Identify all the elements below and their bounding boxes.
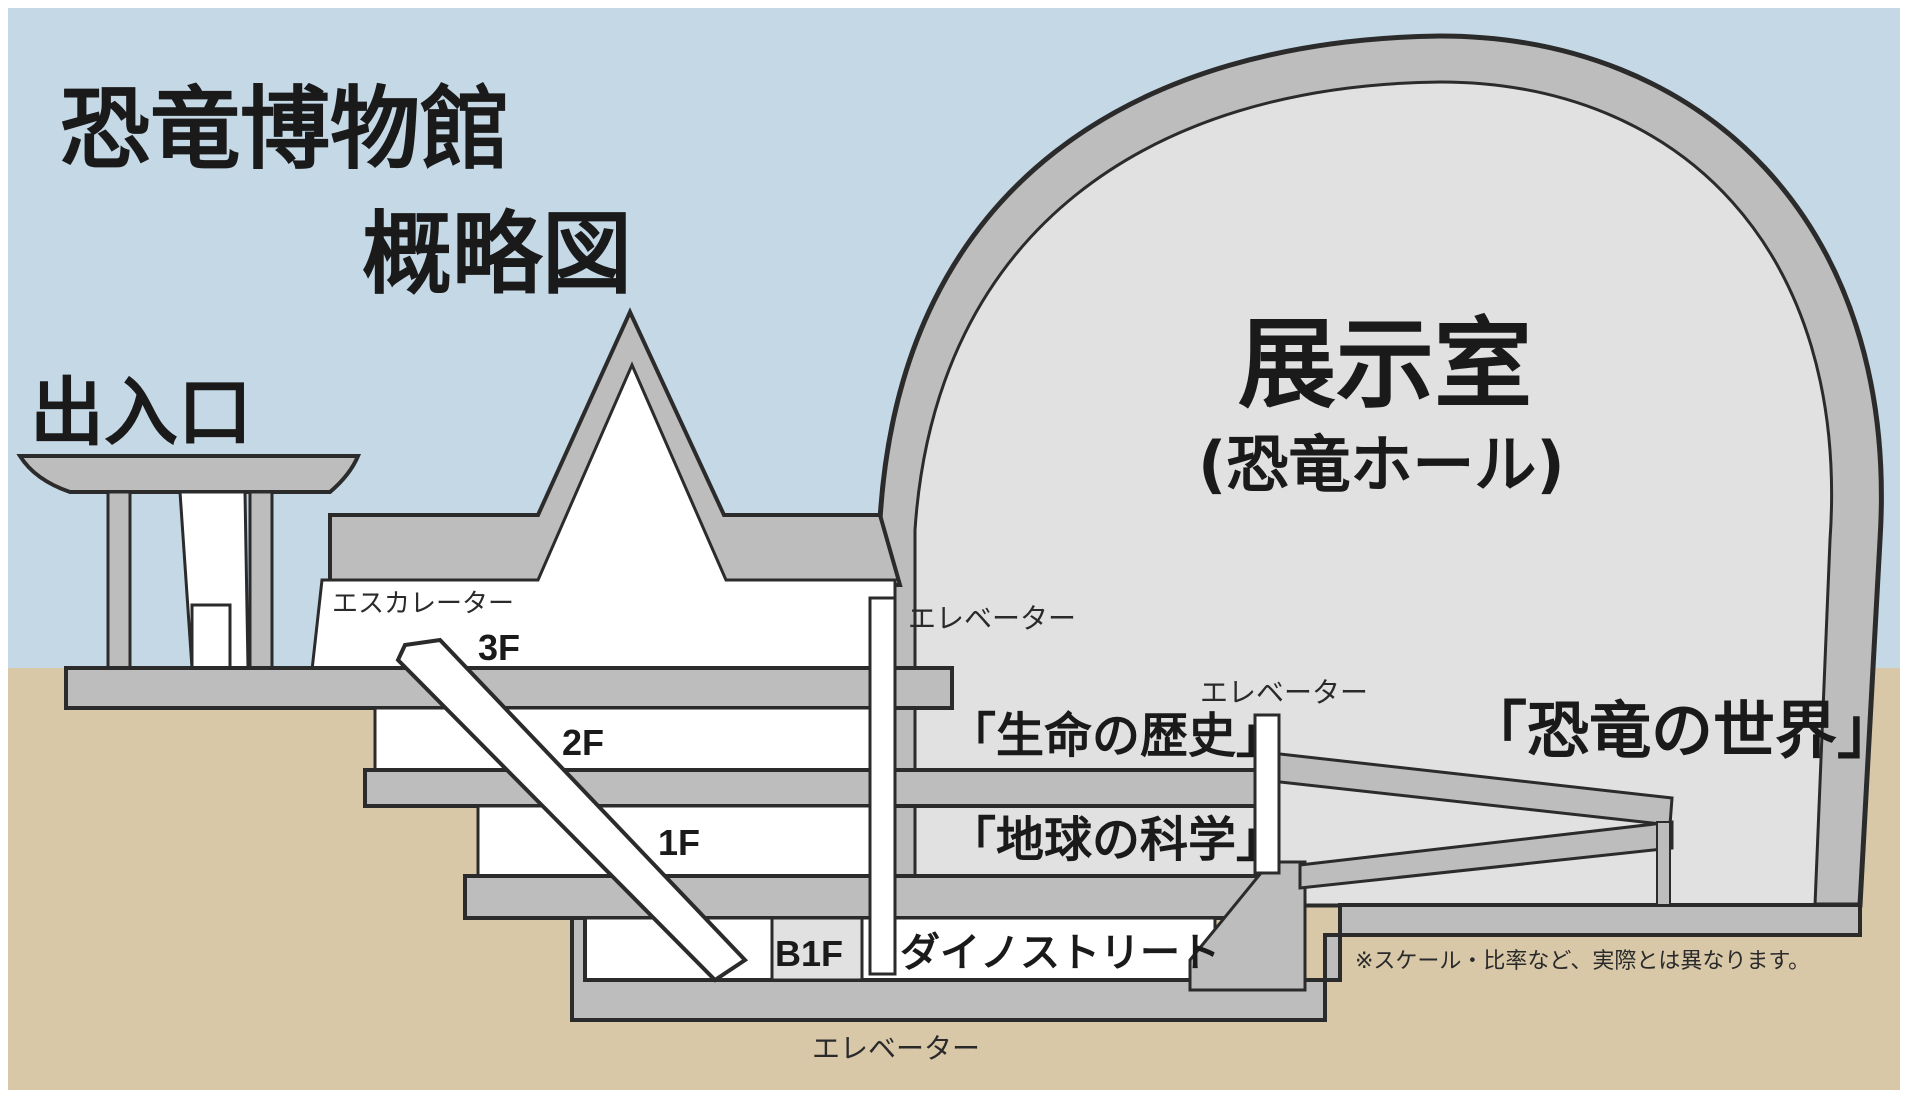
entrance-canopy	[16, 454, 362, 494]
escalator-body	[395, 637, 749, 983]
diagram-title-line2: 概略図	[362, 202, 632, 307]
floor-slab-2f	[363, 768, 1259, 808]
basement-foundation	[570, 903, 1862, 1022]
elevator-shaft-hall	[1253, 713, 1281, 875]
elevator-label-hall: エレベーター	[1200, 676, 1368, 709]
hall-mezzanine-lower	[1298, 820, 1674, 890]
entrance-pillar-left	[106, 490, 132, 672]
b1f-divider	[770, 916, 864, 982]
entrance-label: 出入口	[30, 370, 252, 456]
floor-slab-1f	[463, 874, 1267, 920]
hall-ramp	[1188, 860, 1307, 992]
exhibit-dino-street: ダイノストリート	[900, 930, 1220, 976]
elevator-label-bottom: エレベーター	[812, 1032, 980, 1065]
floor-label-2f: 2F	[562, 722, 604, 763]
escalator-label: エスカレーター	[332, 589, 514, 619]
scale-note: ※スケール・比率など、実際とは異なります。	[1355, 949, 1810, 974]
exhibit-life-history: 「生命の歴史」	[948, 708, 1284, 764]
exhibit-dino-world: 「恐竜の世界」	[1465, 694, 1899, 767]
elevator-shaft-main	[868, 596, 897, 976]
floor-slab-3f	[64, 666, 954, 710]
floor-label-1f: 1F	[658, 822, 700, 863]
hall-name: 展示室	[1238, 308, 1532, 422]
exhibit-earth-science: 「地球の科学」	[948, 812, 1284, 868]
floor-label-b1f: B1F	[775, 933, 843, 974]
hall-subtitle: (恐竜ホール)	[1198, 428, 1565, 501]
hall-support-post	[1656, 821, 1671, 906]
floor-label-3f: 3F	[478, 627, 520, 668]
entrance-pillar-right	[248, 490, 274, 672]
entrance-door	[190, 603, 232, 670]
elevator-label-3f: エレベーター	[908, 602, 1076, 635]
diagram-title-line1: 恐竜博物館	[60, 77, 510, 182]
dome-interior	[913, 80, 1833, 907]
